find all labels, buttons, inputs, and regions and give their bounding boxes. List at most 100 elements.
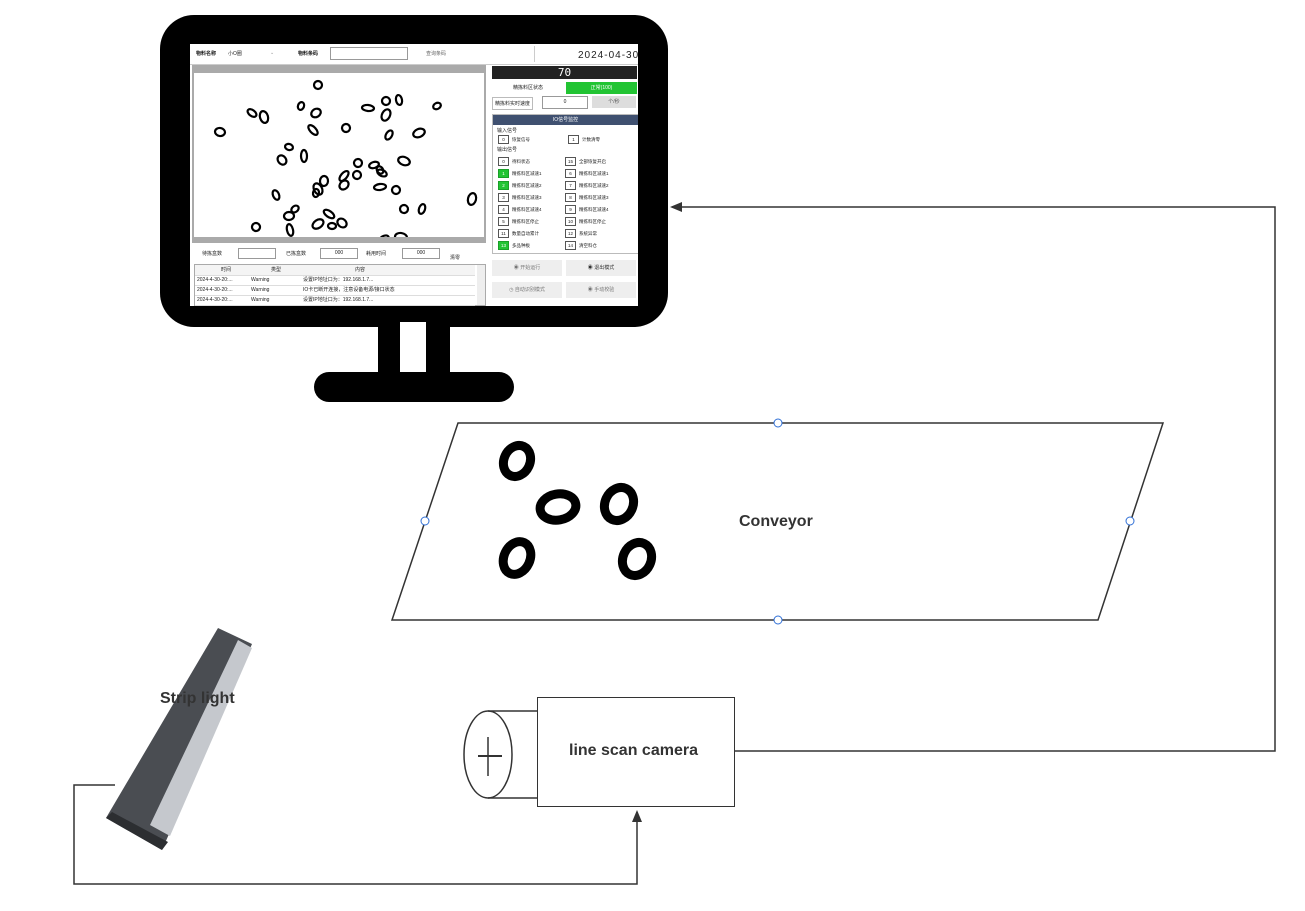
realtime-speed-label: 精拣料实时速度 [492,97,534,110]
exit-mode-button[interactable]: ◉ 退出模式 [566,260,636,276]
captured-o-ring [432,101,442,111]
io-signal-label: 精拣料区减速4 [579,207,609,212]
captured-o-ring [417,203,427,215]
conveyor-handle-left[interactable] [420,516,430,526]
captured-o-ring [380,95,392,107]
io-signal-indicator: 2 [498,181,509,190]
io-signal-label: 多品种板 [512,243,530,248]
captured-o-ring [338,179,350,191]
log-cell-type: Warning [251,287,270,293]
captured-o-ring [380,108,392,122]
log-header-type: 类型 [271,267,282,273]
captured-o-ring [258,110,270,124]
light-to-camera-connector [73,784,642,885]
material-code-input[interactable] [330,47,408,60]
log-cell-type: Warning [251,277,270,283]
io-signal-indicator: 11 [498,229,509,238]
o-ring [498,440,536,482]
log-scrollbar[interactable] [477,265,485,305]
io-signal-label: 数量自动累计 [512,231,539,236]
captured-o-ring [271,189,281,201]
material-name-label: 物料名称 [196,51,217,57]
manual-calibrate-button[interactable]: ◉ 手动校验 [566,282,636,298]
io-signal-label: 精拣料区停止 [579,219,606,224]
input-section-label: 输入信号 [497,128,518,134]
captured-o-ring [466,191,478,207]
io-signal-indicator: 3 [498,193,509,202]
io-signal-indicator: 15 [565,157,576,166]
realtime-speed-value: 0 [542,96,588,109]
auto-mode-button[interactable]: ◷ 自动识别模式 [492,282,562,298]
finished-count-label: 已拣盒数 [286,251,307,257]
start-run-button[interactable]: ◉ 开始运行 [492,260,562,276]
captured-o-ring [412,127,426,139]
captured-o-ring [336,217,348,229]
query-code-button[interactable]: 查询条码 [426,51,447,57]
captured-o-ring [393,231,409,237]
captured-o-ring [318,174,330,188]
io-signal-label: 清空料仓 [579,243,597,248]
io-signal-label: 精拣料区停止 [512,219,539,224]
camera-to-monitor-connector [670,202,1276,752]
camera-label: line scan camera [569,742,698,759]
conveyor-handle-top[interactable] [773,418,783,428]
io-signal-label: 精拣料区减速1 [579,171,609,176]
chevron-down-icon[interactable]: ⌄ [270,50,275,56]
pending-count-value [238,248,276,259]
captured-o-ring [282,210,296,222]
camera-lens [463,710,537,799]
captured-o-ring [338,169,350,183]
captured-o-ring [360,103,376,113]
io-signal-label: 全部恢复开启 [579,159,606,164]
captured-o-ring [276,154,288,166]
log-cell-content: IO卡已断开连接，注意设备电源/接口状态 [303,287,395,293]
o-ring [599,482,639,526]
io-signal-indicator: 9 [565,205,576,214]
elapsed-time-label: 耗用时间 [366,251,387,257]
strip-light [106,628,252,850]
conveyor-handle-bottom[interactable] [773,615,783,625]
camera-view [194,73,484,237]
captured-o-ring [299,148,309,164]
captured-o-ring [250,221,262,233]
captured-o-ring [311,218,325,230]
captured-o-ring [322,208,336,220]
log-header-time: 时间 [221,267,232,273]
io-signal-indicator: 14 [565,241,576,250]
io-signal-label: 计数清零 [582,137,600,142]
material-name-value: 小O圈 [228,51,242,57]
io-signal-label: 待料状态 [512,159,530,164]
captured-o-ring [398,203,410,215]
sort-status-badge: 正常(100) [566,82,637,94]
io-signal-indicator: 0 [498,135,509,144]
captured-o-ring [352,157,364,169]
io-signal-label: 精拣料区减速2 [579,183,609,188]
count-display: 70 [492,66,637,79]
output-section-label: 输出信号 [497,147,518,153]
captured-o-ring [310,107,322,119]
captured-o-ring [378,234,390,237]
realtime-speed-unit: 个/秒 [592,96,636,108]
conveyor-handle-right[interactable] [1125,516,1135,526]
stop-icon: ◉ [587,265,595,271]
captured-o-ring [390,184,402,196]
log-cell-time: 2024-4-30-20:... [197,287,233,293]
io-signal-label: 系统异常 [579,231,597,236]
log-row[interactable]: 2024-4-30-20:... Warning IO卡已断开连接，注意设备电源/接… [195,285,475,296]
pending-count-label: 待拣盒数 [202,251,223,257]
